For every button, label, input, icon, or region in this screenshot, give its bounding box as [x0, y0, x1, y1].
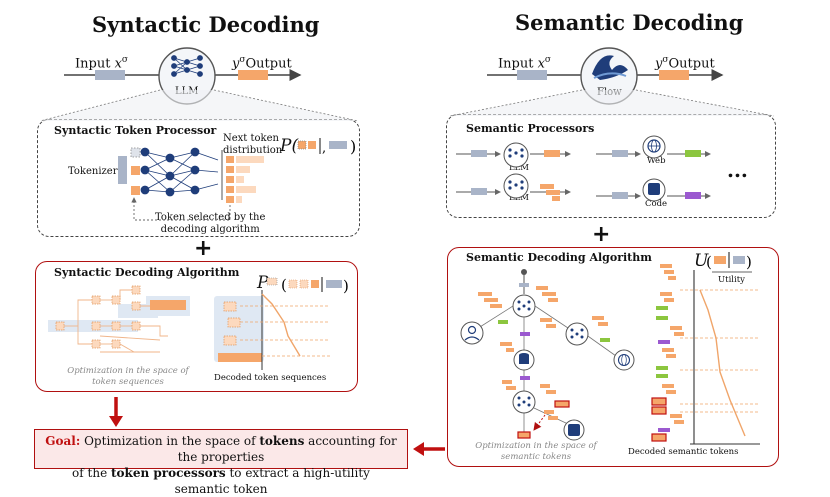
decoded-semantic-tokens-caption: Decoded semantic tokens: [628, 447, 739, 457]
right-input-label: Input xσ: [498, 55, 552, 72]
semantic-title: Semantic Decoding: [515, 10, 744, 35]
p-context-token: [329, 141, 347, 149]
right-output-token: [659, 70, 689, 80]
llm-1-label: LLM: [509, 163, 529, 173]
syntactic-title: Syntactic Decoding: [92, 12, 320, 37]
proc-web-icon: [642, 135, 666, 159]
semantic-decoding-algorithm-box: [447, 247, 779, 467]
semantic-node-web: [613, 349, 635, 371]
selected-sequence-token: [150, 300, 186, 310]
svg-text:): ): [350, 137, 356, 156]
utility-label: Utility: [718, 275, 745, 285]
left-input-label: Input xσ: [75, 55, 129, 72]
left-input-token: [95, 70, 125, 80]
tokenizer-label: Tokenizer: [68, 166, 118, 177]
svg-text:): ): [343, 277, 349, 295]
syntactic-processor-graphic: , ): [118, 137, 356, 221]
decoded-token-sequences-caption: Decoded token sequences: [214, 373, 327, 383]
semantic-processors-title: Semantic Processors: [466, 122, 595, 135]
p-token-1: [297, 140, 307, 150]
svg-text:(: (: [281, 276, 287, 294]
selected-semantic-token-2: [517, 431, 531, 439]
right-plus: +: [592, 222, 611, 247]
selected-semantic-token-1: [554, 400, 570, 408]
svg-text:(: (: [706, 253, 712, 271]
syntactic-decoding-algorithm-box: [35, 261, 358, 392]
svg-text:): ): [746, 253, 752, 271]
left-output-label: yσOutput: [232, 55, 292, 72]
svg-text:,: ,: [322, 141, 326, 156]
right-output-label: yσOutput: [655, 55, 715, 72]
input-token-stack: [130, 147, 141, 195]
semantic-algorithm-graphic: ( ): [460, 252, 760, 445]
selected-token-loop: [131, 197, 231, 221]
sequence-probability-curve: [261, 293, 301, 357]
p-token-2: [308, 141, 316, 149]
llm-network-icon: [171, 55, 203, 77]
syntactic-optimization-caption: Optimization in the space of token seque…: [67, 366, 189, 387]
right-io-row: Flow: [449, 47, 775, 117]
diagram-graphics: LLM Flow: [39, 47, 775, 456]
p-symbol: P: [257, 273, 269, 293]
more-processors-ellipsis: ...: [727, 158, 748, 182]
u-symbol: U: [694, 251, 709, 271]
right-input-token: [517, 70, 547, 80]
web-label: Web: [647, 156, 666, 166]
utility-curve: [699, 289, 746, 437]
semantic-optimization-caption: Optimization in the space of semantic to…: [475, 441, 597, 462]
syntactic-decoding-algorithm-title: Syntactic Decoding Algorithm: [54, 266, 240, 279]
flow-wave-icon: [592, 55, 628, 80]
left-output-token: [238, 70, 268, 80]
processor-network: [140, 147, 219, 197]
goal-arrows: [109, 397, 445, 456]
syntactic-algorithm-graphic: ( ): [48, 276, 349, 370]
proc-llm-1-icon: [503, 142, 529, 168]
tokenizer-bar: [118, 156, 127, 184]
syntactic-token-processor-title: Syntactic Token Processor: [54, 124, 217, 137]
semantic-processors-graphic: [456, 135, 711, 202]
distribution-bars: [226, 156, 264, 203]
left-plus: +: [194, 236, 213, 261]
token-selected-label: Token selected by the decoding algorithm: [155, 212, 266, 235]
left-io-row: LLM: [39, 47, 359, 122]
next-token-label: Next token distribution: [223, 133, 283, 156]
code-label: Code: [645, 199, 668, 209]
semantic-decoding-algorithm-title: Semantic Decoding Algorithm: [466, 251, 652, 264]
next-token-probability: P(: [280, 136, 299, 156]
goal-label: Goal:: [45, 434, 81, 448]
